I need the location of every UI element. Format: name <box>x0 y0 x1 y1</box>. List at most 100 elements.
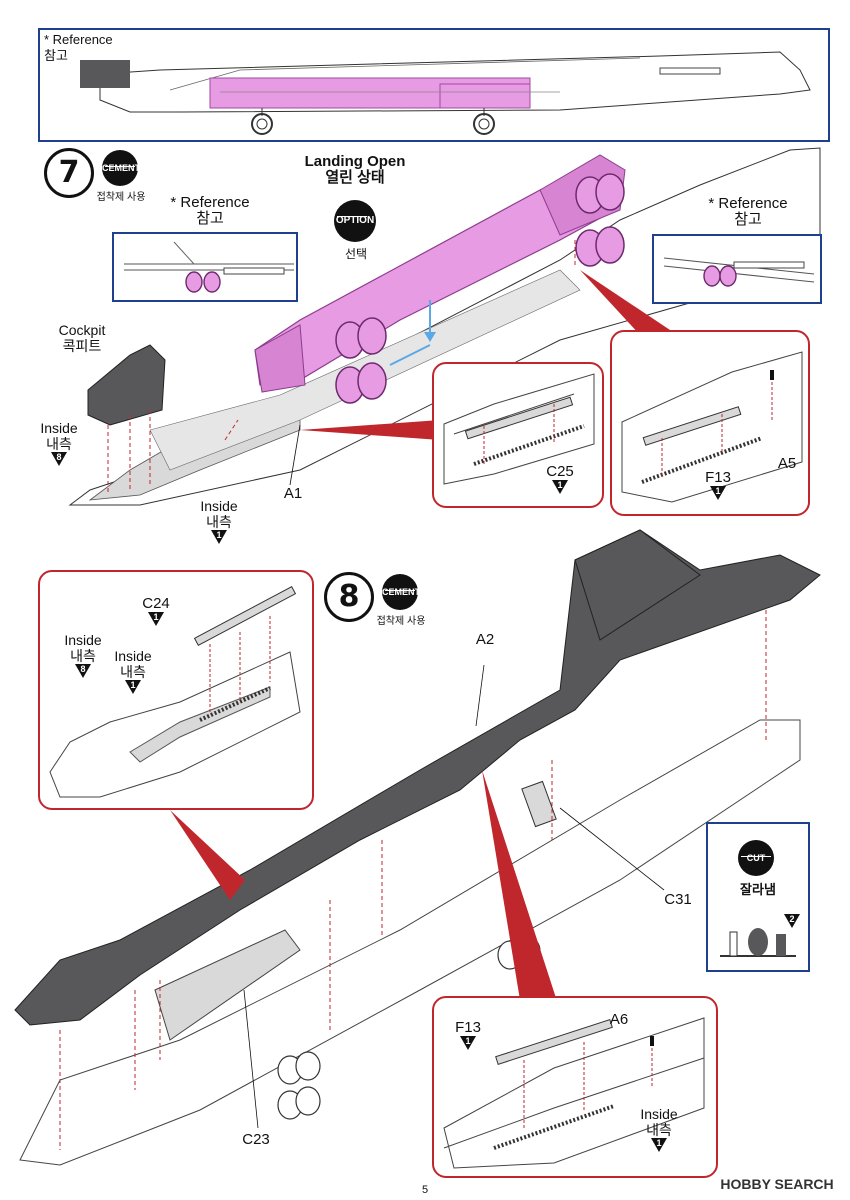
inside-label-ko: 내측 <box>46 436 72 452</box>
top-reference-illustration <box>80 51 811 135</box>
step-8-number: 8 <box>324 572 374 622</box>
inside-label-en: Inside <box>114 648 152 664</box>
step-8-cement-badge: CEMENT <box>382 574 420 610</box>
inside-label-en: Inside <box>200 498 238 514</box>
detail-f13-a5-illustration <box>621 351 803 503</box>
step-8-inside-a-label: Inside 내측 8 <box>58 632 108 681</box>
part-c25-name: C25 <box>546 463 574 480</box>
watermark: HOBBY SEARCH <box>720 1176 834 1192</box>
reference-label-ko: 참고 <box>44 48 68 63</box>
step-7-illustration <box>68 147 821 506</box>
option-badge: OPTION <box>334 200 376 242</box>
inside-number-triangle: 8 <box>75 664 91 678</box>
landing-title-en: Landing Open <box>304 153 406 170</box>
reference-label-ko: 참고 <box>196 210 224 227</box>
part-a5-shape <box>770 370 774 380</box>
landing-gear-wheels <box>335 173 625 404</box>
part-c24-shape <box>193 585 297 647</box>
detail-c25-illustration <box>443 373 595 485</box>
reference-left-illustration <box>124 241 294 293</box>
inside-number: 8 <box>56 452 62 462</box>
detail-f13-a5-box: F13 1 A5 <box>610 330 810 516</box>
inside-label-en: Inside <box>40 420 78 436</box>
step-8-detail-bottom-illustration <box>443 1017 705 1169</box>
option-caption: 선택 <box>344 247 368 261</box>
step-8-detail-top-illustration <box>49 585 301 798</box>
part-a6-label: A6 <box>609 1011 629 1028</box>
cut-number: 2 <box>789 914 795 924</box>
reference-label-en: * Reference <box>44 32 113 47</box>
step-8-detail-top-box: C24 1 Inside 내측 8 Inside 내측 1 <box>38 570 314 810</box>
inside-label-ko: 내측 <box>70 648 96 664</box>
step-7-cement-badge: CEMENT <box>102 150 140 186</box>
page-number: 5 <box>421 1184 429 1196</box>
part-f13-bottom-label: F13 1 <box>450 1020 486 1054</box>
step-8-cement-caption: 접착제 사용 <box>376 616 426 627</box>
step-7-reference-right-label: * Reference 참고 <box>698 196 798 228</box>
part-c25-number: 1 <box>557 480 563 490</box>
part-f13-name: F13 <box>705 469 731 486</box>
callout-wedge-f13 <box>580 270 670 335</box>
part-f13-number: 1 <box>465 1036 471 1046</box>
inside-number-triangle: 8 <box>51 452 67 466</box>
inside-label-ko: 내측 <box>646 1122 672 1138</box>
inside-label-en: Inside <box>640 1106 678 1122</box>
step-7-reference-right-box <box>652 234 822 304</box>
step-7-inside-bottom-label: Inside 내측 1 <box>196 498 242 547</box>
landing-open-title: Landing Open 열린 상태 <box>300 154 410 186</box>
reference-label-en: * Reference <box>708 195 788 212</box>
part-f13-label: F13 1 <box>700 470 736 504</box>
step-8-inside-bottom-label: Inside 내측 1 <box>634 1106 684 1155</box>
part-a5-label: A5 <box>777 455 797 472</box>
inside-label-ko: 내측 <box>206 514 232 530</box>
inside-number-triangle: 1 <box>211 530 227 544</box>
part-c24-name: C24 <box>142 595 170 612</box>
cockpit-label: Cockpit 콕피트 <box>52 322 112 354</box>
step-7-reference-left-box <box>112 232 298 302</box>
inside-number-triangle: 1 <box>125 680 141 694</box>
part-c23-panel <box>154 929 301 1041</box>
reference-label-en: * Reference <box>170 194 250 211</box>
cockpit-part <box>87 344 166 426</box>
part-a6-shape <box>650 1036 654 1046</box>
cockpit-label-ko: 콕피트 <box>62 338 102 354</box>
cut-caption: 잘라냄 <box>740 882 776 897</box>
top-reference-label: * Reference 참고 <box>44 32 113 64</box>
cut-badge: CUT <box>738 840 774 876</box>
part-f13-name: F13 <box>455 1019 481 1036</box>
part-c31-label: C31 <box>664 891 692 908</box>
inside-number: 8 <box>80 664 86 674</box>
part-a1-label: A1 <box>283 485 303 502</box>
part-a2-fuselage <box>14 529 821 1026</box>
inside-number: 1 <box>216 530 222 540</box>
part-c24-label: C24 1 <box>138 596 174 630</box>
part-f13-number: 1 <box>715 486 721 496</box>
top-reference-box: * Reference 참고 <box>38 28 830 142</box>
part-f13-triangle: 1 <box>460 1036 476 1050</box>
part-f13-shape <box>495 1019 613 1065</box>
part-c23-label: C23 <box>242 1131 270 1148</box>
step-7-number: 7 <box>44 148 94 198</box>
step-7-inside-left-label: Inside 내측 8 <box>36 420 82 469</box>
inside-number-triangle: 1 <box>651 1138 667 1152</box>
step-8-detail-bottom-box: F13 1 A6 Inside 내측 1 <box>432 996 718 1178</box>
part-a2-label: A2 <box>475 631 495 648</box>
part-c31 <box>521 780 557 828</box>
step-8-inside-b-label: Inside 내측 1 <box>108 648 158 697</box>
cockpit-label-en: Cockpit <box>58 322 106 338</box>
callout-wedge-step8-top <box>170 810 245 900</box>
cut-illustration <box>720 928 796 957</box>
callout-wedge-c25 <box>300 420 440 440</box>
cut-box: CUT 잘라냄 2 <box>706 822 810 972</box>
inside-label-ko: 내측 <box>120 664 146 680</box>
reference-label-ko: 참고 <box>734 211 762 228</box>
part-c24-number: 1 <box>153 612 159 622</box>
part-c25-label: C25 1 <box>542 464 578 498</box>
reference-right-illustration <box>663 257 815 287</box>
landing-title-ko: 열린 상태 <box>325 169 385 186</box>
callout-wedge-step8-bottom <box>482 770 556 1000</box>
step-7-cement-caption: 접착제 사용 <box>96 192 146 203</box>
inside-number: 1 <box>656 1138 662 1148</box>
step-7-reference-left-label: * Reference 참고 <box>160 195 260 227</box>
